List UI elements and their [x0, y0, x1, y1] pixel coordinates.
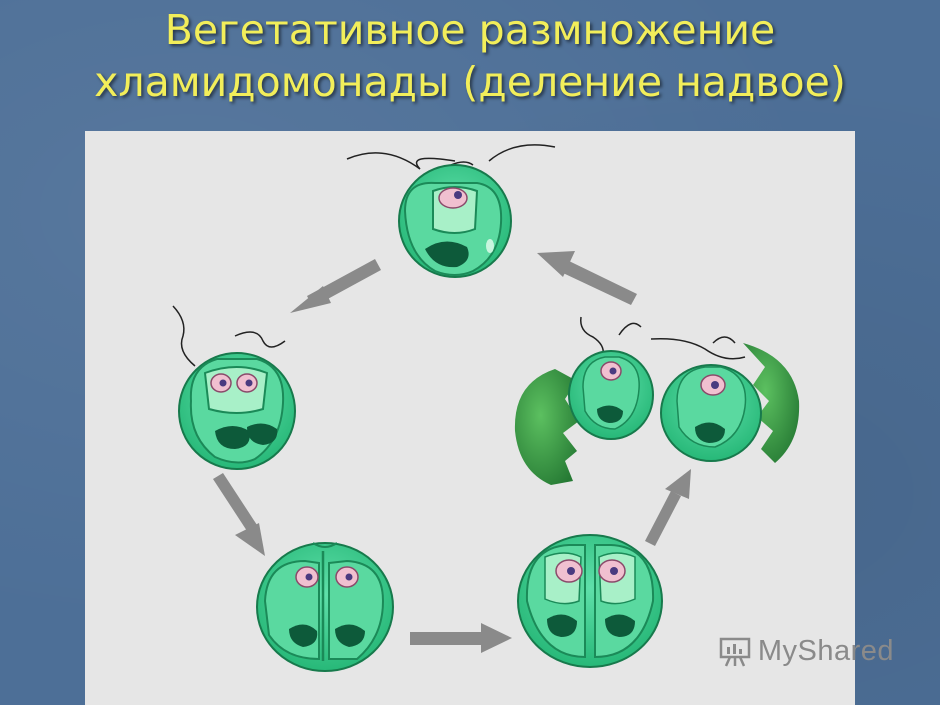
arrow-bottom-left-to-bottom-right: [410, 623, 512, 653]
division-cycle-diagram: [172, 144, 800, 672]
watermark-text: MyShared: [757, 634, 894, 667]
cell-bottom-right: [517, 534, 663, 668]
slide-title: Вегетативное размножение хламидомонады (…: [0, 4, 940, 108]
cell-top: [346, 144, 556, 278]
presentation-board-icon: [719, 637, 751, 667]
cell-left: [172, 305, 296, 470]
shell-half-right: [743, 343, 800, 463]
diagram-panel: [85, 131, 855, 705]
cell-bottom-left: [256, 542, 394, 672]
title-line-1: Вегетативное размножение: [164, 6, 776, 54]
arrow-right-to-top: [537, 251, 637, 305]
arrow-left-to-bottom-left: [213, 473, 265, 556]
title-line-2: хламидомонады (деление надвое): [94, 58, 846, 106]
released-daughter-cells: [514, 316, 800, 485]
watermark: MyShared: [718, 634, 894, 668]
arrow-bottom-right-to-right: [645, 469, 691, 546]
arrow-top-to-left: [290, 259, 381, 313]
shell-half-left: [514, 369, 579, 485]
